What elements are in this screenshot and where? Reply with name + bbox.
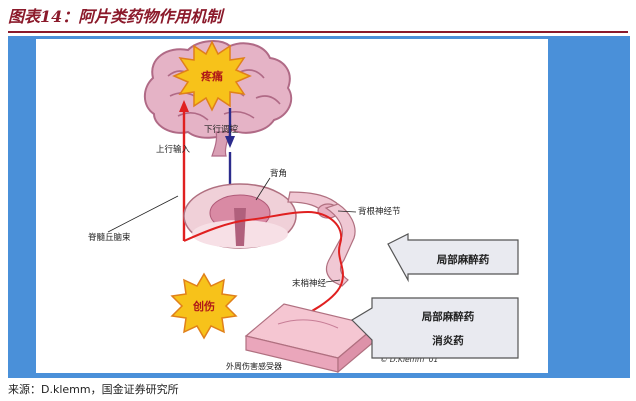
callout-local-anesthetic-1: 局部麻醉药: [387, 233, 519, 283]
callout-2-text: 局部麻醉药: [421, 310, 475, 323]
dorsal-horn-label: 背角: [270, 168, 287, 179]
descending-control-label: 下行调控: [204, 124, 239, 135]
ganglion-pointer: [337, 210, 357, 213]
injury-label: 创伤: [192, 299, 215, 313]
spinothalamic-pointer: [107, 195, 179, 233]
injury-starburst: 创伤: [170, 272, 238, 340]
spinal-cord-section: [183, 183, 297, 249]
nociceptor-label: 外周伤害感受器: [226, 361, 282, 371]
credit-label: © D.Klemm '01: [380, 355, 438, 364]
afferent-fiber: [183, 210, 344, 327]
peripheral-nerve-label: 末梢神经: [292, 278, 327, 289]
dorsal-root-ganglion-label: 背根神经节: [358, 206, 401, 217]
dorsal-horn-pointer: [255, 177, 271, 201]
figure-title: 图表14：阿片类药物作用机制: [8, 7, 223, 26]
ascending-input-label: 上行输入: [156, 144, 191, 155]
callout-anti-inflammatory-text: 消炎药: [432, 334, 464, 347]
spinothalamic-tract-label: 脊髓丘脑束: [88, 232, 131, 243]
ascending-arrowhead: [179, 100, 189, 112]
source-note: 来源：D.klemm，国金证券研究所: [8, 383, 179, 396]
descending-arrowhead-1: [225, 136, 235, 148]
pain-starburst: 疼痛: [172, 40, 252, 112]
callout-1-text: 局部麻醉药: [436, 253, 490, 266]
nerve-pointer: [325, 279, 341, 283]
pain-label: 疼痛: [201, 69, 223, 83]
diagram-figure: 疼痛 下行调控 上行输入 背角 背根神经节 脊髓丘脑束 末梢神经 创伤 外周伤害…: [8, 36, 630, 378]
callout-local-anesthetic-2: 局部麻醉药 消炎药: [351, 297, 519, 359]
title-rule: [8, 31, 628, 33]
skin-block: [244, 303, 378, 374]
